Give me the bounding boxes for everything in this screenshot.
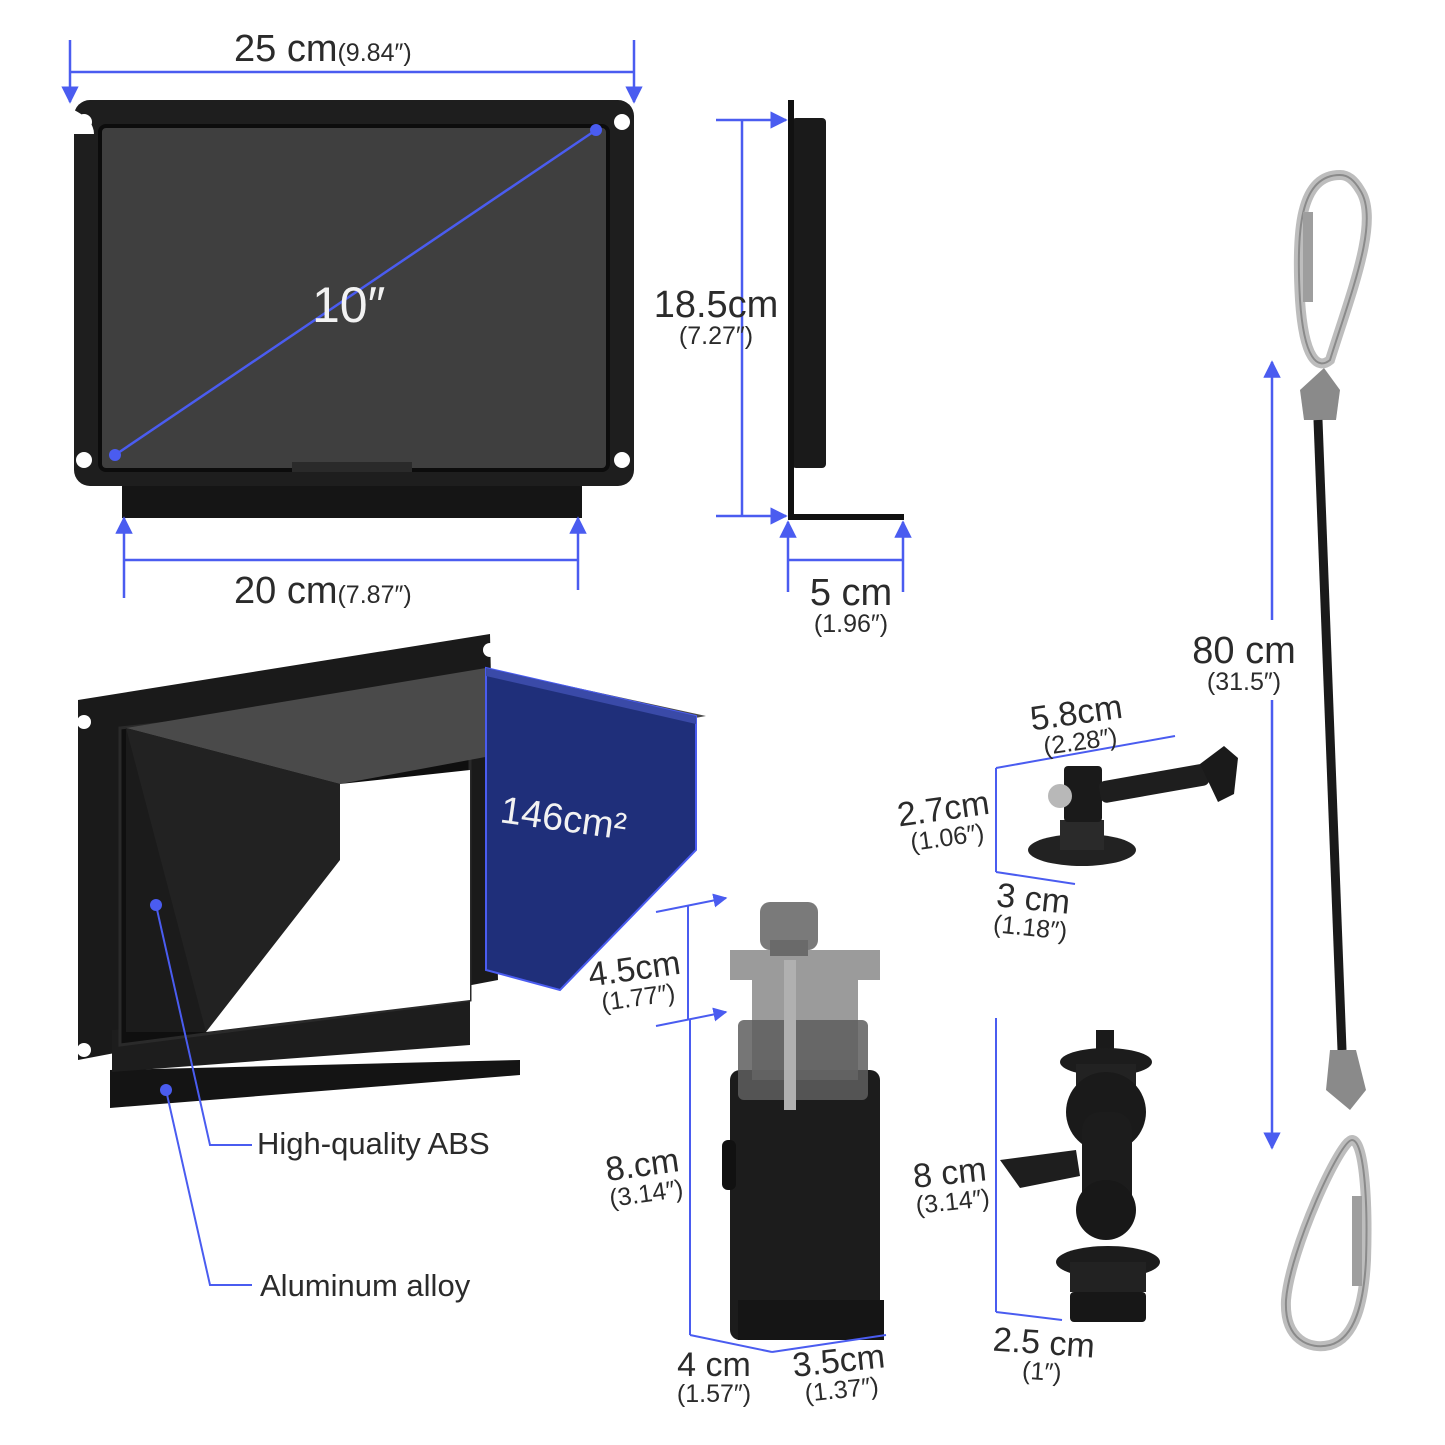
adapter-dimensions [995, 735, 1176, 885]
depth-cm: 5 cm [809, 572, 893, 614]
ballhead-dimensions [995, 1018, 1063, 1321]
bottom-width-label: 20 cm(7.87″) [234, 572, 412, 610]
clamp-height-label: 8.cm (3.14″) [594, 1141, 693, 1213]
material-aluminum-label: Aluminum alloy [260, 1268, 471, 1303]
action-cam-adapter [1028, 746, 1238, 866]
top-width-in: (9.84″) [337, 39, 412, 67]
clamp-width-cm: 4 cm [677, 1346, 751, 1384]
aluminum-point [160, 1084, 172, 1096]
strap-length-label: 80 cm (31.5″) [1186, 632, 1302, 695]
top-width-label: 25 cm(9.84″) [234, 30, 412, 68]
depth-label: 5 cm (1.96″) [796, 574, 906, 637]
bottom-width-in: (7.87″) [337, 581, 412, 609]
top-width-dimension [61, 40, 643, 104]
depth-in: (1.96″) [813, 610, 889, 638]
clamp-width-in: (1.57″) [676, 1380, 752, 1408]
clamp-top-label: 4.5cm (1.77″) [582, 944, 689, 1017]
clamp-dimensions [655, 893, 887, 1353]
ball-head-mount [1000, 1030, 1160, 1322]
clamp-width-label: 4 cm (1.57″) [668, 1348, 760, 1407]
height-dimension [716, 111, 788, 525]
height-label: 18.5cm (7.27″) [650, 286, 782, 349]
top-width-cm: 25 cm [234, 28, 338, 70]
abs-point [150, 899, 162, 911]
strap-length-in: (31.5″) [1206, 668, 1282, 696]
diagonal-label: 10″ [312, 277, 386, 333]
height-in: (7.27″) [678, 322, 754, 350]
hood-side-view [788, 100, 904, 520]
depth-dimension [779, 520, 912, 592]
bottom-width-dimension [115, 516, 587, 598]
clamp-depth-label: 3.5cm (1.37″) [787, 1337, 893, 1408]
height-cm: 18.5cm [653, 284, 779, 326]
mount-base-label: 3 cm (1.18″) [983, 876, 1081, 945]
ballhead-base-label: 2.5 cm (1″) [982, 1321, 1104, 1389]
material-abs-label: High-quality ABS [257, 1126, 490, 1161]
bottom-width-cm: 20 cm [234, 570, 338, 612]
material-callouts [155, 904, 252, 1286]
hood-perspective-view [77, 634, 706, 1108]
mount-height-label: 2.7cm (1.06″) [892, 784, 997, 857]
strap-length-cm: 80 cm [1192, 630, 1296, 672]
hood-front-view [74, 100, 634, 518]
lanyard-strap [1280, 169, 1372, 1352]
phone-clamp [722, 902, 884, 1340]
ballhead-height-label: 8 cm (3.14″) [903, 1150, 999, 1219]
